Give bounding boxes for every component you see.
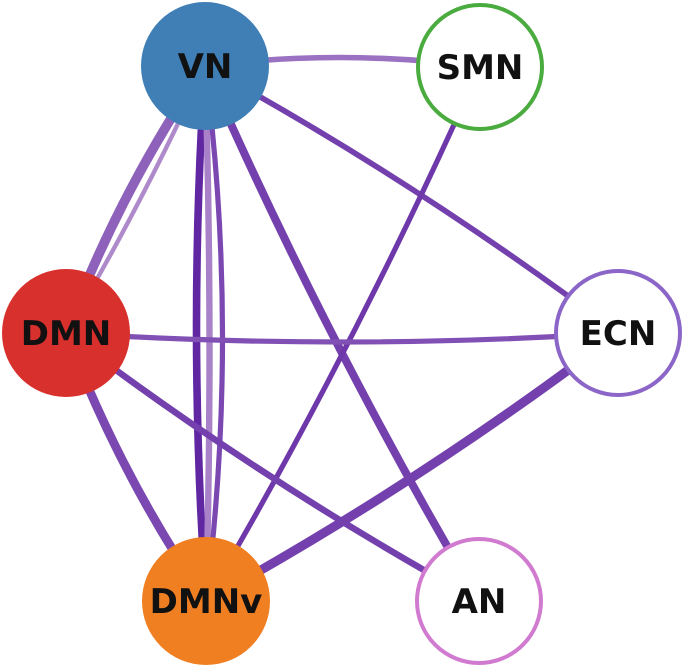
node-smn: SMN [416, 3, 544, 131]
node-dmn-label: DMN [21, 314, 112, 354]
node-smn-label: SMN [437, 48, 524, 88]
node-vn-label: VN [178, 47, 233, 87]
edge-dmn-an [64, 330, 481, 604]
node-ecn-label: ECN [580, 314, 657, 354]
node-an: AN [415, 537, 543, 665]
node-vn: VN [141, 2, 269, 130]
node-dmn: DMN [2, 269, 130, 397]
edge-vn-dmnv [192, 65, 210, 602]
node-dmnv-label: DMNv [150, 582, 263, 622]
edge-dmn-ecn [65, 330, 619, 345]
node-smn-circle [416, 3, 544, 131]
edge-vn-dmnv [201, 65, 213, 602]
node-an-circle [415, 537, 543, 665]
node-dmn-circle [2, 269, 130, 397]
edge-ecn-dmnv [203, 329, 621, 606]
node-an-label: AN [452, 582, 507, 622]
node-ecn-circle [554, 269, 682, 397]
node-vn-circle [141, 2, 269, 130]
node-ecn: ECN [554, 269, 682, 397]
node-dmnv-circle [142, 537, 270, 665]
node-dmnv: DMNv [142, 537, 270, 665]
edge-vn-dmnv [202, 65, 226, 602]
edge-layer [61, 54, 621, 606]
edge-vn-an [201, 64, 483, 604]
edge-vn-ecn [203, 63, 620, 336]
